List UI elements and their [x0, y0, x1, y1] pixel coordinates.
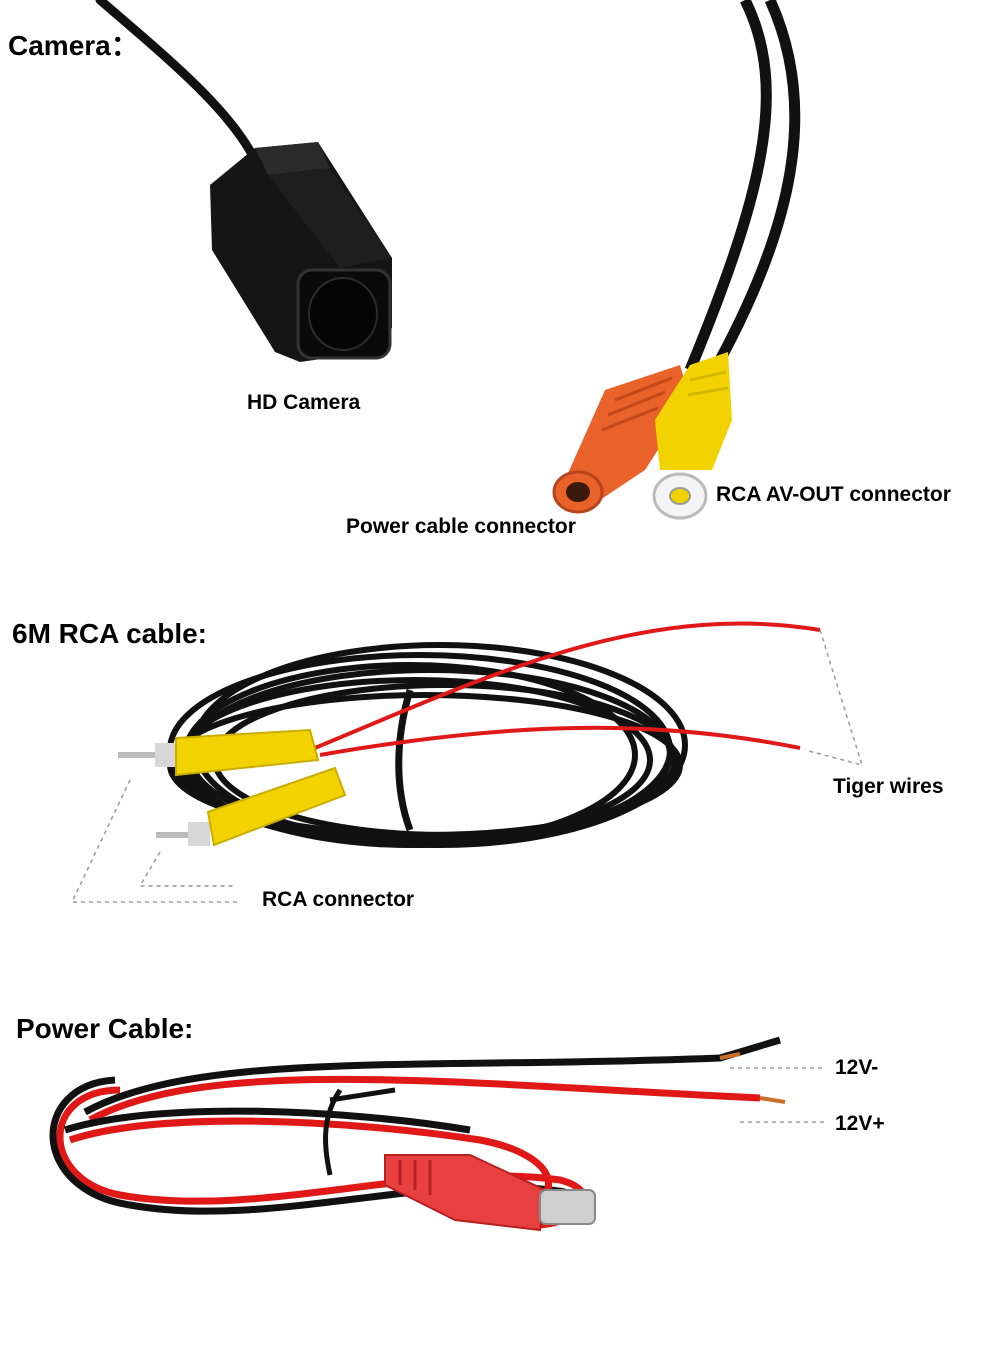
hd-camera-label: HD Camera — [247, 391, 361, 414]
power-lead-cable — [684, 0, 772, 373]
positive-wire-end — [759, 1096, 786, 1104]
negative-12v-label: 12V- — [835, 1056, 879, 1079]
rca-cable-heading: 6M RCA cable: — [12, 618, 208, 649]
rca-cable-section: 6M RCA cable: Tiger wires RCA connector — [0, 560, 1000, 980]
camera-illustration — [95, 0, 801, 520]
power-cable-illustration — [49, 1036, 825, 1232]
power-cable-heading: Power Cable: — [16, 1013, 194, 1044]
negative-wire-end — [719, 1052, 741, 1060]
hd-camera-body — [210, 142, 392, 362]
rca-connector-label: RCA connector — [262, 888, 415, 911]
power-cable-connector — [552, 365, 690, 514]
power-cable-section: Power Cable: 12V- 12V+ — [0, 980, 1000, 1350]
dc-barrel-connector — [384, 1154, 596, 1232]
power-cable-tie — [323, 1088, 343, 1176]
rca-av-out-connector — [652, 352, 732, 520]
camera-heading: Camera： — [8, 30, 139, 61]
positive-12v-label: 12V+ — [835, 1112, 885, 1135]
power-cable-tie-end — [329, 1087, 396, 1103]
power-leader-lines — [730, 1067, 825, 1123]
camera-section: Camera： HD Camera Power cable connector … — [0, 0, 1000, 560]
camera-cable — [95, 0, 260, 165]
rca-connector-lower — [156, 766, 347, 847]
rca-av-out-label: RCA AV-OUT connector — [716, 483, 951, 506]
tiger-wires-label: Tiger wires — [833, 775, 944, 798]
video-lead-cable — [715, 0, 801, 363]
cable-tie — [395, 688, 414, 832]
rca-cable-illustration — [70, 621, 864, 903]
tiger-wire-lower — [319, 725, 801, 757]
power-connector-label: Power cable connector — [346, 515, 576, 538]
tiger-wire-upper — [309, 621, 821, 752]
rca-connector-upper — [118, 728, 320, 777]
